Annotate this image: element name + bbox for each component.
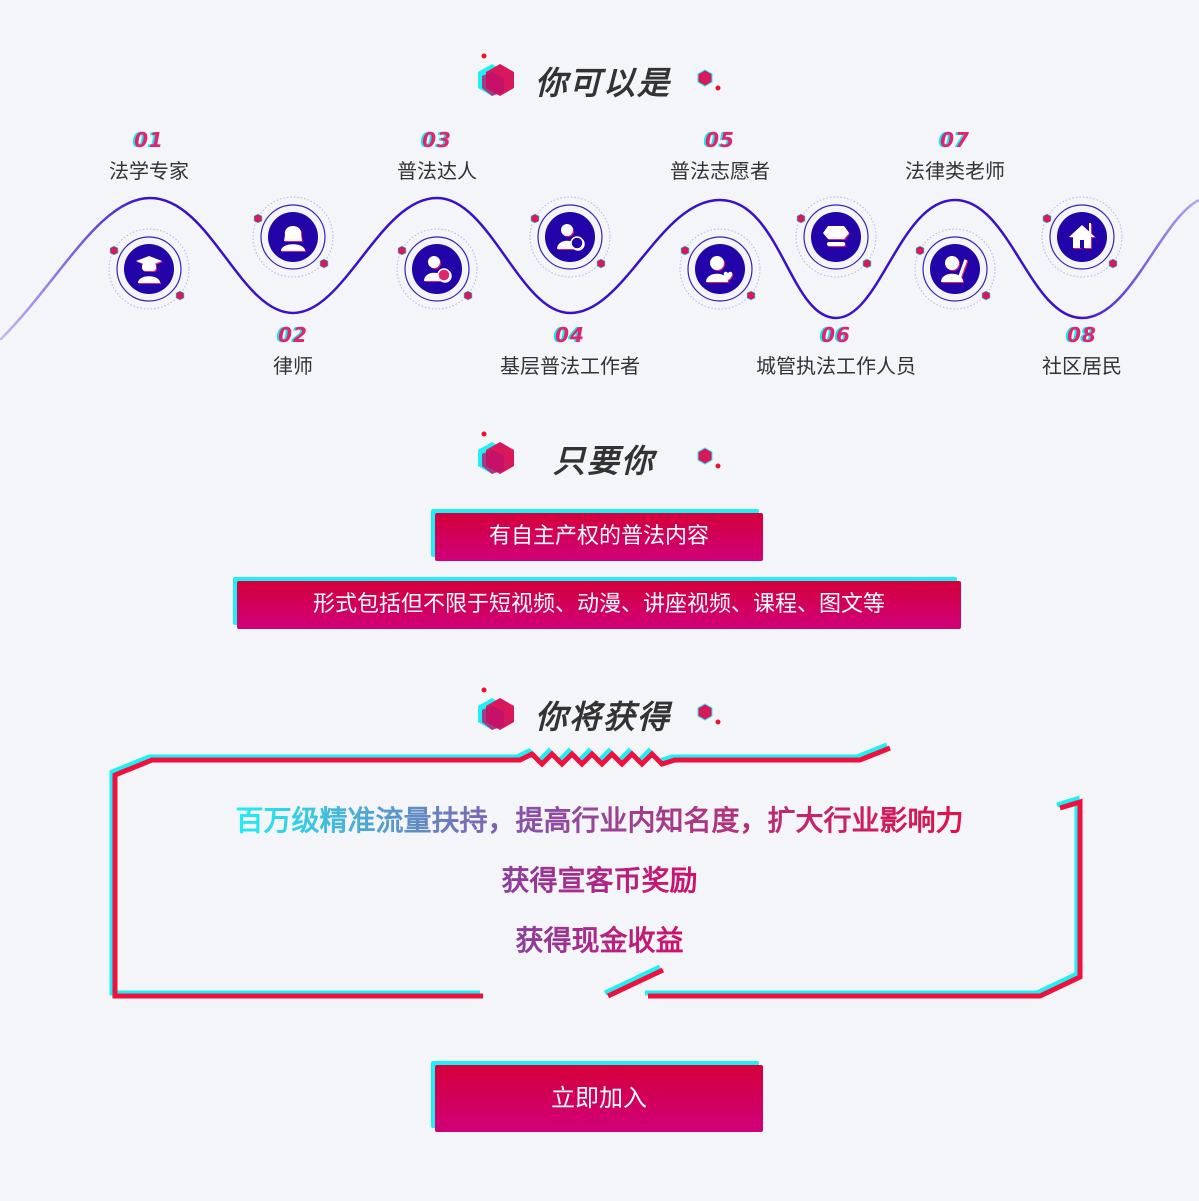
teacher-icon [914, 228, 996, 310]
section-title-you-get: 你将获得 [0, 684, 1199, 744]
role-number: 01 [134, 128, 164, 152]
hexagon-logo-icon [478, 687, 514, 730]
role-label: 城管执法工作人员 [756, 354, 916, 378]
wave-timeline [0, 196, 1199, 340]
benefit-traffic: 百万级精准流量扶持，提高行业内知名度，扩大行业影响力 [235, 804, 964, 837]
worker-badge-icon [529, 196, 611, 278]
star-person-icon [396, 228, 478, 310]
wave-line [0, 196, 1199, 340]
role-number: 03 [422, 128, 452, 152]
role-number: 04 [555, 323, 585, 347]
benefit-cash: 获得现金收益 [515, 924, 684, 957]
role-label: 律师 [273, 354, 313, 378]
role-number: 02 [278, 323, 308, 347]
hexagon-logo-icon [478, 431, 514, 474]
lawyer-icon [252, 196, 334, 278]
officer-cap-icon [795, 196, 877, 278]
requirement-tag: 形式包括但不限于短视频、动漫、讲座视频、课程、图文等 [237, 581, 961, 629]
role-label: 基层普法工作者 [500, 354, 640, 378]
benefit-coins: 获得宣客币奖励 [501, 864, 698, 897]
hexagon-logo-icon [478, 53, 514, 96]
graduate-icon [108, 228, 190, 310]
role-number: 06 [821, 323, 851, 347]
role-number: 07 [940, 128, 970, 152]
hexagon-dot-icon [697, 703, 721, 725]
role-number: 05 [705, 128, 735, 152]
house-icon [1041, 196, 1123, 278]
role-label: 社区居民 [1042, 354, 1122, 378]
volunteer-heart-icon [679, 228, 761, 310]
benefits-frame [109, 742, 1083, 999]
requirement-tag: 有自主产权的普法内容 [435, 513, 763, 561]
role-label: 普法志愿者 [670, 159, 770, 183]
hexagon-dot-icon [697, 447, 721, 469]
role-label: 法学专家 [109, 159, 189, 183]
section-title-only-need: 只要你 [0, 428, 1199, 488]
join-now-button[interactable]: 立即加入 [435, 1065, 763, 1132]
role-label: 普法达人 [397, 159, 477, 183]
role-label: 法律类老师 [905, 159, 1005, 183]
section-title-can-be: 你可以是 [0, 50, 1199, 110]
hexagon-dot-icon [697, 69, 721, 91]
role-number: 08 [1067, 323, 1097, 347]
